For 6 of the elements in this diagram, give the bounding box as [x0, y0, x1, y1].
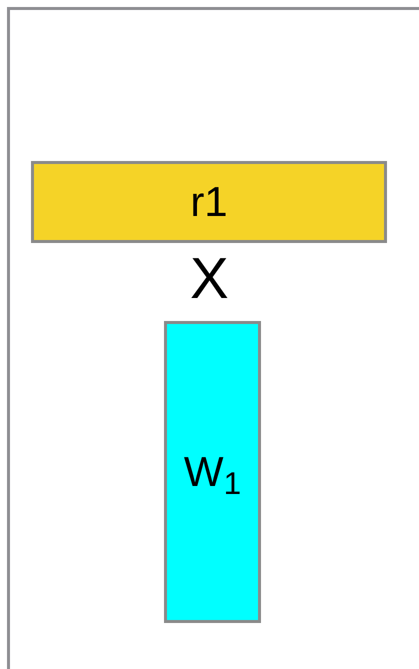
- matrix-bar: [31, 161, 387, 243]
- matrix-column: [164, 321, 261, 623]
- node-label: r1: [190, 181, 228, 223]
- multiply-sign: X: [190, 250, 229, 308]
- frame-box: [7, 7, 419, 669]
- node-label: W$_{1}$: [184, 451, 242, 493]
